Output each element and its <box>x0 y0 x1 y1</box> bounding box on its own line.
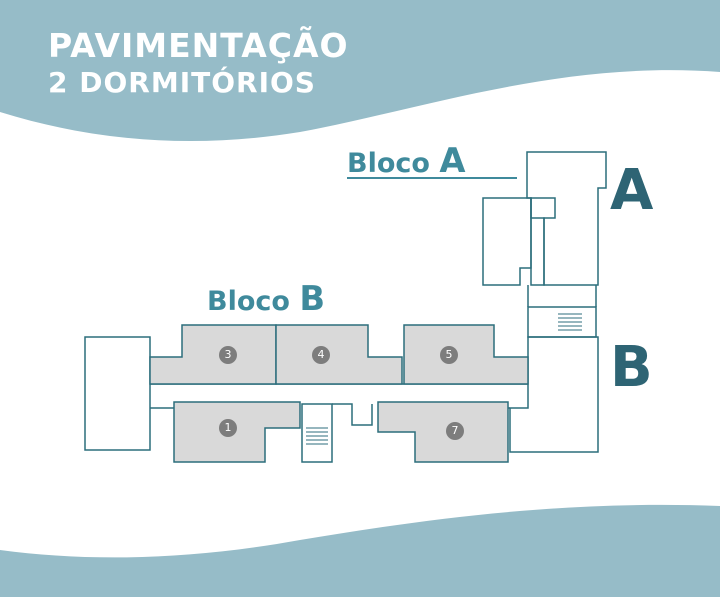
unit-7[interactable] <box>377 401 509 463</box>
bloco-b-label-prefix: Bloco <box>207 286 300 317</box>
block-a-core <box>530 197 556 286</box>
central-stair <box>301 403 333 463</box>
block-b-right-wing <box>509 336 599 453</box>
bloco-b-label-letter: B <box>299 279 326 318</box>
bloco-a-label-prefix: Bloco <box>347 148 440 179</box>
bottom-wave <box>0 504 720 597</box>
unit-5[interactable] <box>403 324 529 385</box>
bloco-a-label-letter: A <box>439 141 466 180</box>
stair-treads-a <box>558 313 582 331</box>
bloco-a-label: Bloco A <box>347 141 465 180</box>
unit-badge-1: 1 <box>219 419 237 437</box>
unit-badge-5: 5 <box>440 346 458 364</box>
title-line-1: PAVIMENTAÇÃO <box>48 26 349 65</box>
unit-1[interactable] <box>173 401 301 463</box>
block-b-left-wing <box>84 336 151 451</box>
connector-walls <box>527 285 597 307</box>
unit-badge-7: 7 <box>446 422 464 440</box>
unit-4[interactable] <box>275 324 403 385</box>
unit-badge-4: 4 <box>312 346 330 364</box>
block-a-letter: A <box>610 158 654 223</box>
block-b-letter: B <box>610 335 653 400</box>
block-a-upper <box>526 151 607 286</box>
top-wave <box>0 0 720 142</box>
stair-treads-b <box>306 427 328 445</box>
unit-badge-3: 3 <box>219 346 237 364</box>
unit-3[interactable] <box>149 324 277 385</box>
block-a-left-wing <box>482 197 532 286</box>
bloco-b-label: Bloco B <box>207 279 325 318</box>
title-line-2: 2 DORMITÓRIOS <box>48 66 316 99</box>
central-core <box>332 403 373 426</box>
